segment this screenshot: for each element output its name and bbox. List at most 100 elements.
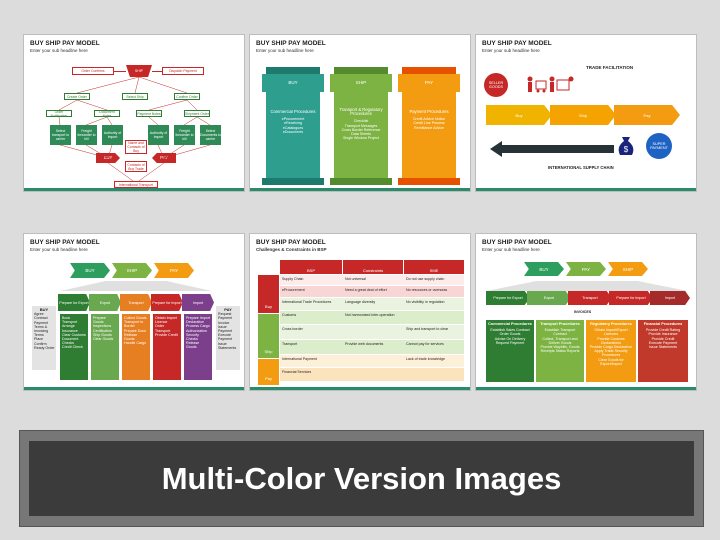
step-item: Clear Goods: [93, 337, 114, 342]
proc-item: Clear Goods for Export/Import: [598, 357, 624, 366]
slide-thumbnail-6[interactable]: BUY SHIP PAY MODEL Enter your sub headli…: [475, 233, 697, 391]
pillar-ship-item: Transport Messages: [344, 123, 378, 128]
pillar-buy-item: eCatalogues: [282, 125, 304, 130]
super-payment-circle: SUPER PAYMENT: [646, 133, 672, 159]
table-cell: Financial Services: [282, 370, 312, 374]
trade-facilitation-label: TRADE FACILITATION: [586, 66, 634, 70]
slide-subtitle: Enter your sub headline here: [256, 48, 314, 53]
proc-item: Provide Credit Rating: [645, 328, 681, 333]
step-col-4: Obtain Import Licence Order Transport Pr…: [153, 314, 181, 380]
slide-subtitle: Enter your sub headline here: [482, 48, 540, 53]
step-prepare-export: Prepare for Export: [58, 294, 90, 311]
pillar-buy-head: BUY: [262, 74, 324, 92]
slide-thumbnail-2[interactable]: BUY SHIP PAY MODEL Enter your sub headli…: [249, 34, 471, 192]
node-center-b: Contacts of Buy Trade: [125, 161, 147, 172]
flow-ship: Ship: [550, 105, 616, 125]
side-ship: Ship: [258, 314, 279, 358]
table-cell: [343, 368, 404, 381]
proc-col-3: Regulatory Procedures Obtain Import/Expo…: [586, 320, 636, 382]
step-import: Import: [650, 291, 690, 305]
step-export: Export: [89, 294, 121, 311]
step-item: Order Transport: [155, 324, 171, 333]
side-buy-item: Ready Order: [34, 345, 55, 350]
slide-thumbnail-1[interactable]: BUY SHIP PAY MODEL Enter your sub headli…: [23, 34, 245, 192]
bsp-table: Supply Chain Not universal Do not use su…: [280, 275, 464, 381]
slide-thumbnail-5[interactable]: BUY SHIP PAY MODEL Challenges & Constrai…: [249, 233, 471, 391]
step-item: Provide Credit: [155, 332, 178, 337]
side-buy-item: Terms: [34, 333, 44, 338]
node-r2-3: Confirm Order: [174, 93, 200, 100]
step-item: Inspections: [93, 324, 112, 329]
side-buy-item: Agree Contract: [34, 312, 48, 321]
step-prepare-import: Prepare for Import: [151, 294, 183, 311]
step-export: Export: [527, 291, 571, 305]
slide-title: BUY SHIP PAY MODEL: [256, 239, 326, 246]
pillar-ship: SHIP Transport & Regulatory Procedures C…: [330, 67, 392, 185]
slide-thumbnail-3[interactable]: BUY SHIP PAY MODEL Enter your sub headli…: [475, 34, 697, 192]
side-buy: Buy: [258, 275, 279, 313]
proc-head: Commercial Procedures: [488, 322, 532, 326]
table-row: Cross border Ship and transport to clear: [280, 325, 464, 340]
proc-item: Apply Trade Security Procedures: [594, 349, 628, 358]
people-cart-icon: [527, 76, 574, 93]
pillar-pay-title: Payment Procedures: [409, 110, 449, 114]
pillar-pay-item: Remittance Advice: [414, 125, 444, 130]
pillar-ship-title: Transport & Regulatory Procedures: [339, 108, 383, 117]
proc-item: Execute Payment: [648, 340, 678, 345]
side-pay-item: Request Payment: [218, 312, 233, 321]
slide-thumbnail-4[interactable]: BUY SHIP PAY MODEL Enter your sub headli…: [23, 233, 245, 391]
step-item: Ship Goods: [93, 332, 112, 337]
chevron-ship: SHIP: [112, 263, 152, 278]
table-cell: International Payment: [282, 357, 317, 361]
pillar-buy-item: eProcurement: [281, 117, 305, 122]
step-col-5: Prepare Import Declaration Process Cargo…: [184, 314, 212, 380]
table-cell: [343, 355, 404, 367]
big-left-arrow: [490, 141, 614, 157]
proc-item: Advise On Delivery: [494, 336, 526, 341]
chevron-buy: BUY: [70, 263, 110, 278]
proc-col-1: Commercial Procedures Establish Sales Co…: [486, 320, 534, 382]
table-row: Supply Chain Not universal Do not use su…: [280, 275, 464, 286]
proc-head: Regulatory Procedures: [590, 322, 632, 326]
table-cell: [343, 325, 404, 339]
pillar-ship-item: Checklist: [353, 119, 369, 124]
step-item: Arrange Insurance: [62, 324, 78, 333]
proc-item: Provide Credit: [651, 336, 675, 341]
pillar-ship-item: Single Window Project: [343, 136, 379, 141]
table-cell: Not harmonised inter-operation: [345, 313, 395, 317]
proc-item: Provide Cargo Declaration: [589, 345, 633, 350]
slide-subtitle: Enter your sub headline here: [30, 247, 88, 252]
table-cell: [404, 368, 464, 381]
proc-item: Provide Insurance: [648, 332, 678, 337]
money-bag-icon: $: [618, 137, 634, 155]
step-transport: Transport: [120, 294, 152, 311]
step-item: Clear Customs: [62, 332, 86, 337]
step-import: Import: [182, 294, 214, 311]
step-item: Book Transport: [62, 316, 78, 325]
step-item: Prepare Goods: [93, 316, 106, 325]
node-r4-4: Authority of Import: [148, 125, 169, 145]
proc-item: Obtain Import/Export Licences: [594, 328, 628, 337]
seller-goods-circle: SELLER GOODS: [484, 73, 508, 97]
slide-subtitle: Enter your sub headline here: [482, 247, 540, 252]
step-col-1: Book Transport Arrange Insurance Clear C…: [60, 314, 88, 380]
step-item: Release Goods: [186, 341, 200, 350]
proc-item: Request Payment: [495, 340, 525, 345]
step-item: Security Checks: [186, 332, 199, 342]
slide-title: BUY SHIP PAY MODEL: [30, 239, 100, 246]
table-cell: Supply Chain: [282, 277, 304, 281]
node-intl-transport: International Transport: [114, 181, 158, 188]
col-head-bsp: BSP: [280, 260, 342, 274]
pillar-pay: PAY Payment Procedures Credit Advice Not…: [398, 67, 460, 185]
col-head-sme: SME: [404, 260, 464, 274]
node-r4-6: Select Documents to carrier: [200, 125, 221, 145]
step-item: Authorization: [186, 328, 207, 333]
table-row: Financial Services: [280, 368, 464, 381]
node-r4-2: Freight forwarder to bill: [76, 125, 97, 145]
table-cell: Need a great deal of effort: [345, 288, 387, 292]
proc-item: Establish Transport Contract: [544, 328, 576, 337]
chevron-ship: SHIP: [608, 262, 648, 276]
table-row: Customs Not harmonised inter-operation: [280, 311, 464, 325]
table-row: Transport Provide web documents Cannot p…: [280, 340, 464, 355]
chevron-pay: PAY: [154, 263, 194, 278]
